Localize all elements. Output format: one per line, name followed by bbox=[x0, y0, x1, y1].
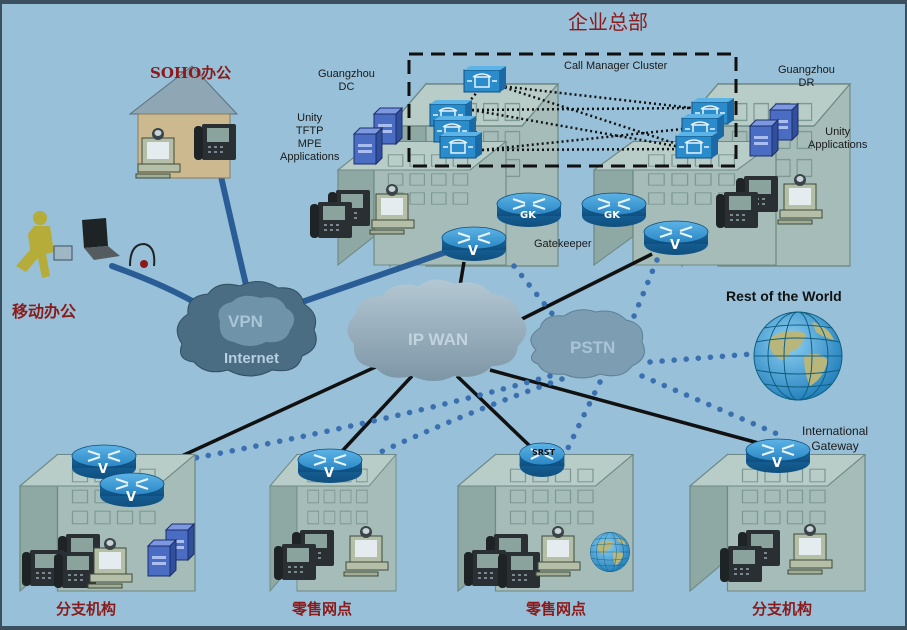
voice-badge: V bbox=[670, 238, 681, 253]
internet-cloud-label: Internet bbox=[224, 350, 280, 367]
vpn-internet-cloud bbox=[176, 281, 317, 377]
globe-icon bbox=[589, 531, 631, 573]
network-diagram: 企业总部 SOHO办公 移动办公 Guangzhou DC Unity TFTP… bbox=[2, 4, 905, 626]
pstn-retail2 bbox=[565, 379, 603, 451]
ip-wan-label: IP WAN bbox=[408, 330, 469, 349]
ccm-server bbox=[675, 131, 719, 159]
link-wan-hq-dr bbox=[511, 252, 653, 326]
branch-label: 分支机构 bbox=[56, 600, 117, 618]
pstn-label: PSTN bbox=[570, 338, 616, 357]
hq-dc-label: Guangzhou DC bbox=[318, 68, 375, 93]
page-title: 企业总部 bbox=[568, 10, 648, 34]
link-mobile-vpn bbox=[109, 263, 197, 305]
link-vpn-hq bbox=[299, 247, 455, 305]
retail-label: 零售网点 bbox=[526, 600, 587, 618]
voice-badge: V bbox=[772, 456, 783, 471]
vpn-cloud-label: VPN bbox=[228, 312, 263, 331]
wan-links bbox=[159, 252, 763, 468]
voice-badge: V bbox=[324, 466, 335, 481]
globe-icon bbox=[753, 311, 843, 401]
headset-icon bbox=[129, 242, 156, 268]
link-wan-branch1 bbox=[159, 362, 383, 468]
ip-phone-icon bbox=[54, 552, 96, 588]
cluster-label: Call Manager Cluster bbox=[564, 60, 668, 72]
pstn-world bbox=[647, 351, 755, 365]
gk-badge: GK bbox=[520, 210, 536, 221]
mobile-worker-icon bbox=[16, 211, 73, 278]
ip-phone-icon bbox=[498, 552, 540, 588]
laptop-icon bbox=[82, 218, 120, 260]
ip-phone-icon bbox=[274, 544, 316, 580]
retail-label: 零售网点 bbox=[292, 600, 353, 618]
gatekeeper-label: Gatekeeper bbox=[534, 238, 592, 250]
ip-wan-cloud bbox=[347, 279, 527, 381]
hq-dc-services: Unity TFTP MPE Applications bbox=[280, 112, 340, 163]
pstn-cloud bbox=[530, 309, 645, 379]
srst-badge: SRST bbox=[532, 448, 556, 457]
vpn-links bbox=[109, 169, 455, 305]
intl-gateway-label: International Gateway bbox=[802, 424, 869, 453]
mobile-office-label: 移动办公 bbox=[12, 302, 77, 321]
ccm-server bbox=[439, 131, 483, 159]
pstn-hq-dc bbox=[511, 263, 565, 329]
hq-dr-services: Unity Applications bbox=[808, 126, 868, 151]
pstn-branch1 bbox=[149, 373, 553, 469]
link-soho-vpn bbox=[217, 169, 250, 292]
ip-phone-icon bbox=[310, 202, 352, 238]
server-icon bbox=[147, 539, 177, 577]
gk-badge: GK bbox=[604, 210, 620, 221]
ip-phone-icon bbox=[194, 124, 236, 160]
voice-badge: V bbox=[98, 462, 109, 477]
ip-phone-icon bbox=[720, 546, 762, 582]
voice-badge: V bbox=[126, 490, 137, 505]
branch-label: 分支机构 bbox=[752, 600, 813, 618]
cluster-boundary bbox=[407, 52, 738, 168]
link-wan-retail1 bbox=[330, 374, 414, 464]
hq-dr-label: Guangzhou DR bbox=[778, 64, 835, 89]
pstn-hq-dr bbox=[627, 257, 660, 329]
ccm-server bbox=[463, 65, 507, 93]
cluster-links bbox=[463, 84, 693, 152]
server-icon bbox=[749, 119, 779, 157]
rest-of-world-label: Rest of the World bbox=[726, 288, 842, 304]
voice-badge: V bbox=[468, 244, 479, 259]
pstn-links bbox=[149, 257, 785, 469]
soho-label: SOHO办公 bbox=[150, 64, 232, 82]
server-icon bbox=[353, 127, 383, 165]
link-wan-retail2 bbox=[455, 374, 536, 452]
diagram-canvas bbox=[16, 52, 866, 592]
ip-phone-icon bbox=[716, 192, 758, 228]
pstn-intl-gw bbox=[639, 373, 785, 439]
link-wan-branch4 bbox=[489, 368, 763, 446]
branch-4-building bbox=[689, 453, 866, 592]
pstn-retail1 bbox=[369, 376, 565, 459]
